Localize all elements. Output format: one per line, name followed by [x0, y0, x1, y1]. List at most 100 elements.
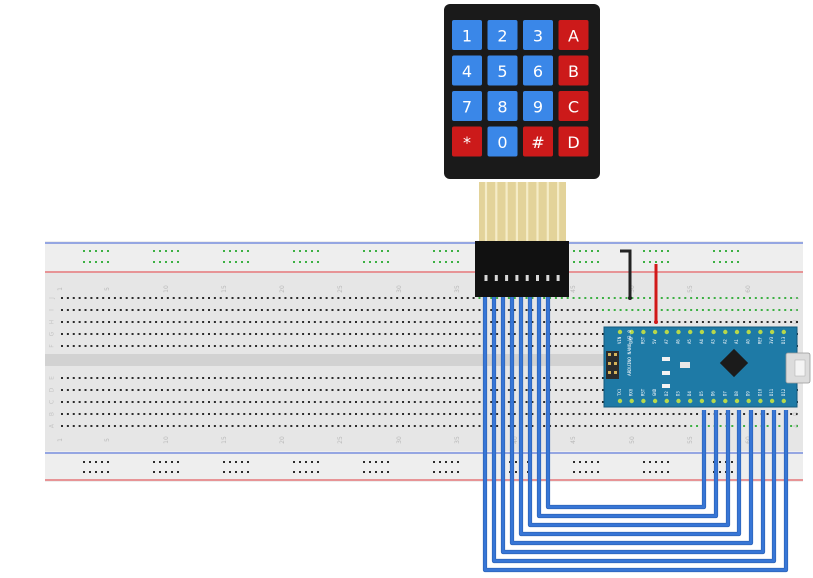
grid-hole	[255, 297, 258, 299]
keypad-key[interactable]: #	[523, 126, 553, 157]
grid-hole	[72, 345, 75, 347]
keypad-key[interactable]: 4	[452, 55, 482, 86]
grid-hole	[525, 321, 528, 323]
grid-hole	[719, 425, 722, 427]
rail-hole	[247, 250, 249, 252]
grid-hole	[660, 413, 663, 415]
nano-pin	[723, 329, 728, 335]
connector-pin	[536, 275, 539, 281]
rail-hole	[159, 471, 161, 473]
grid-hole	[143, 333, 146, 335]
grid-hole	[313, 401, 316, 403]
grid-hole	[790, 425, 793, 427]
grid-hole	[184, 401, 187, 403]
grid-hole	[437, 389, 440, 391]
grid-hole	[560, 413, 563, 415]
grid-hole	[149, 297, 152, 299]
grid-hole	[184, 377, 187, 379]
rail-hole	[177, 471, 179, 473]
grid-hole	[754, 425, 757, 427]
column-number: 30	[396, 285, 403, 293]
grid-hole	[378, 309, 381, 311]
grid-hole	[402, 389, 405, 391]
grid-hole	[731, 309, 734, 311]
rail-hole	[223, 461, 225, 463]
grid-hole	[255, 425, 258, 427]
column-number: 30	[396, 436, 403, 444]
grid-hole	[478, 377, 481, 379]
grid-hole	[449, 401, 452, 403]
keypad-key[interactable]: 0	[487, 126, 518, 157]
keypad-key[interactable]: 3	[523, 20, 553, 50]
grid-hole	[566, 377, 569, 379]
grid-hole	[543, 389, 546, 391]
keypad-key[interactable]: D	[558, 126, 589, 157]
grid-hole	[178, 321, 181, 323]
column-number: 35	[454, 436, 461, 444]
grid-hole	[584, 297, 587, 299]
grid-hole	[213, 389, 216, 391]
grid-hole	[560, 309, 563, 311]
grid-hole	[108, 321, 111, 323]
grid-hole	[119, 345, 122, 347]
keypad-key[interactable]: 1	[452, 20, 482, 50]
keypad-key[interactable]: 2	[487, 20, 518, 50]
grid-hole	[355, 425, 357, 427]
rail-hole	[381, 461, 383, 463]
grid-hole	[219, 413, 222, 415]
keypad-key[interactable]: 9	[523, 91, 553, 121]
grid-hole	[578, 345, 581, 347]
keypad-key[interactable]: 5	[487, 55, 518, 86]
grid-hole	[413, 345, 416, 347]
rail-hole	[369, 261, 371, 263]
grid-hole	[407, 297, 410, 299]
keypad-key[interactable]: 7	[452, 91, 482, 121]
grid-hole	[260, 345, 263, 347]
grid-hole	[372, 309, 375, 311]
keypad-key[interactable]: 6	[523, 55, 553, 86]
grid-hole	[90, 389, 93, 391]
rail-hole	[661, 261, 663, 263]
grid-hole	[525, 297, 528, 299]
rail-hole	[719, 261, 721, 263]
grid-hole	[760, 321, 763, 323]
grid-hole	[425, 333, 428, 335]
grid-hole	[731, 321, 734, 323]
grid-hole	[678, 297, 681, 299]
grid-hole	[390, 425, 393, 427]
rail-hole	[177, 461, 179, 463]
grid-hole	[525, 425, 528, 427]
grid-hole	[260, 321, 263, 323]
rail-hole	[177, 261, 179, 263]
keypad-key[interactable]: *	[452, 126, 482, 157]
grid-hole	[237, 389, 240, 391]
nano-pin-label: D7	[722, 391, 727, 396]
grid-hole	[225, 425, 228, 427]
row-letter: B	[793, 412, 800, 416]
grid-hole	[102, 321, 105, 323]
grid-hole	[125, 389, 128, 391]
grid-hole	[160, 425, 163, 427]
grid-hole	[325, 413, 328, 415]
grid-hole	[678, 321, 681, 323]
grid-hole	[684, 413, 687, 415]
nano-pin	[629, 398, 634, 404]
rail-hole	[317, 250, 319, 252]
grid-hole	[278, 425, 281, 427]
keypad-key[interactable]: B	[558, 55, 589, 86]
grid-hole	[413, 309, 416, 311]
rail-hole	[597, 261, 599, 263]
grid-hole	[643, 425, 646, 427]
grid-hole	[731, 413, 734, 415]
grid-hole	[396, 345, 399, 347]
grid-hole	[796, 297, 798, 299]
keypad-key[interactable]: C	[558, 91, 589, 121]
grid-hole	[696, 413, 699, 415]
grid-hole	[490, 345, 493, 347]
keypad-key[interactable]: A	[558, 20, 589, 50]
grid-hole	[296, 389, 299, 391]
keypad-key[interactable]: 8	[487, 91, 518, 121]
grid-hole	[490, 413, 493, 415]
nano-pin	[652, 329, 658, 335]
grid-hole	[160, 389, 163, 391]
